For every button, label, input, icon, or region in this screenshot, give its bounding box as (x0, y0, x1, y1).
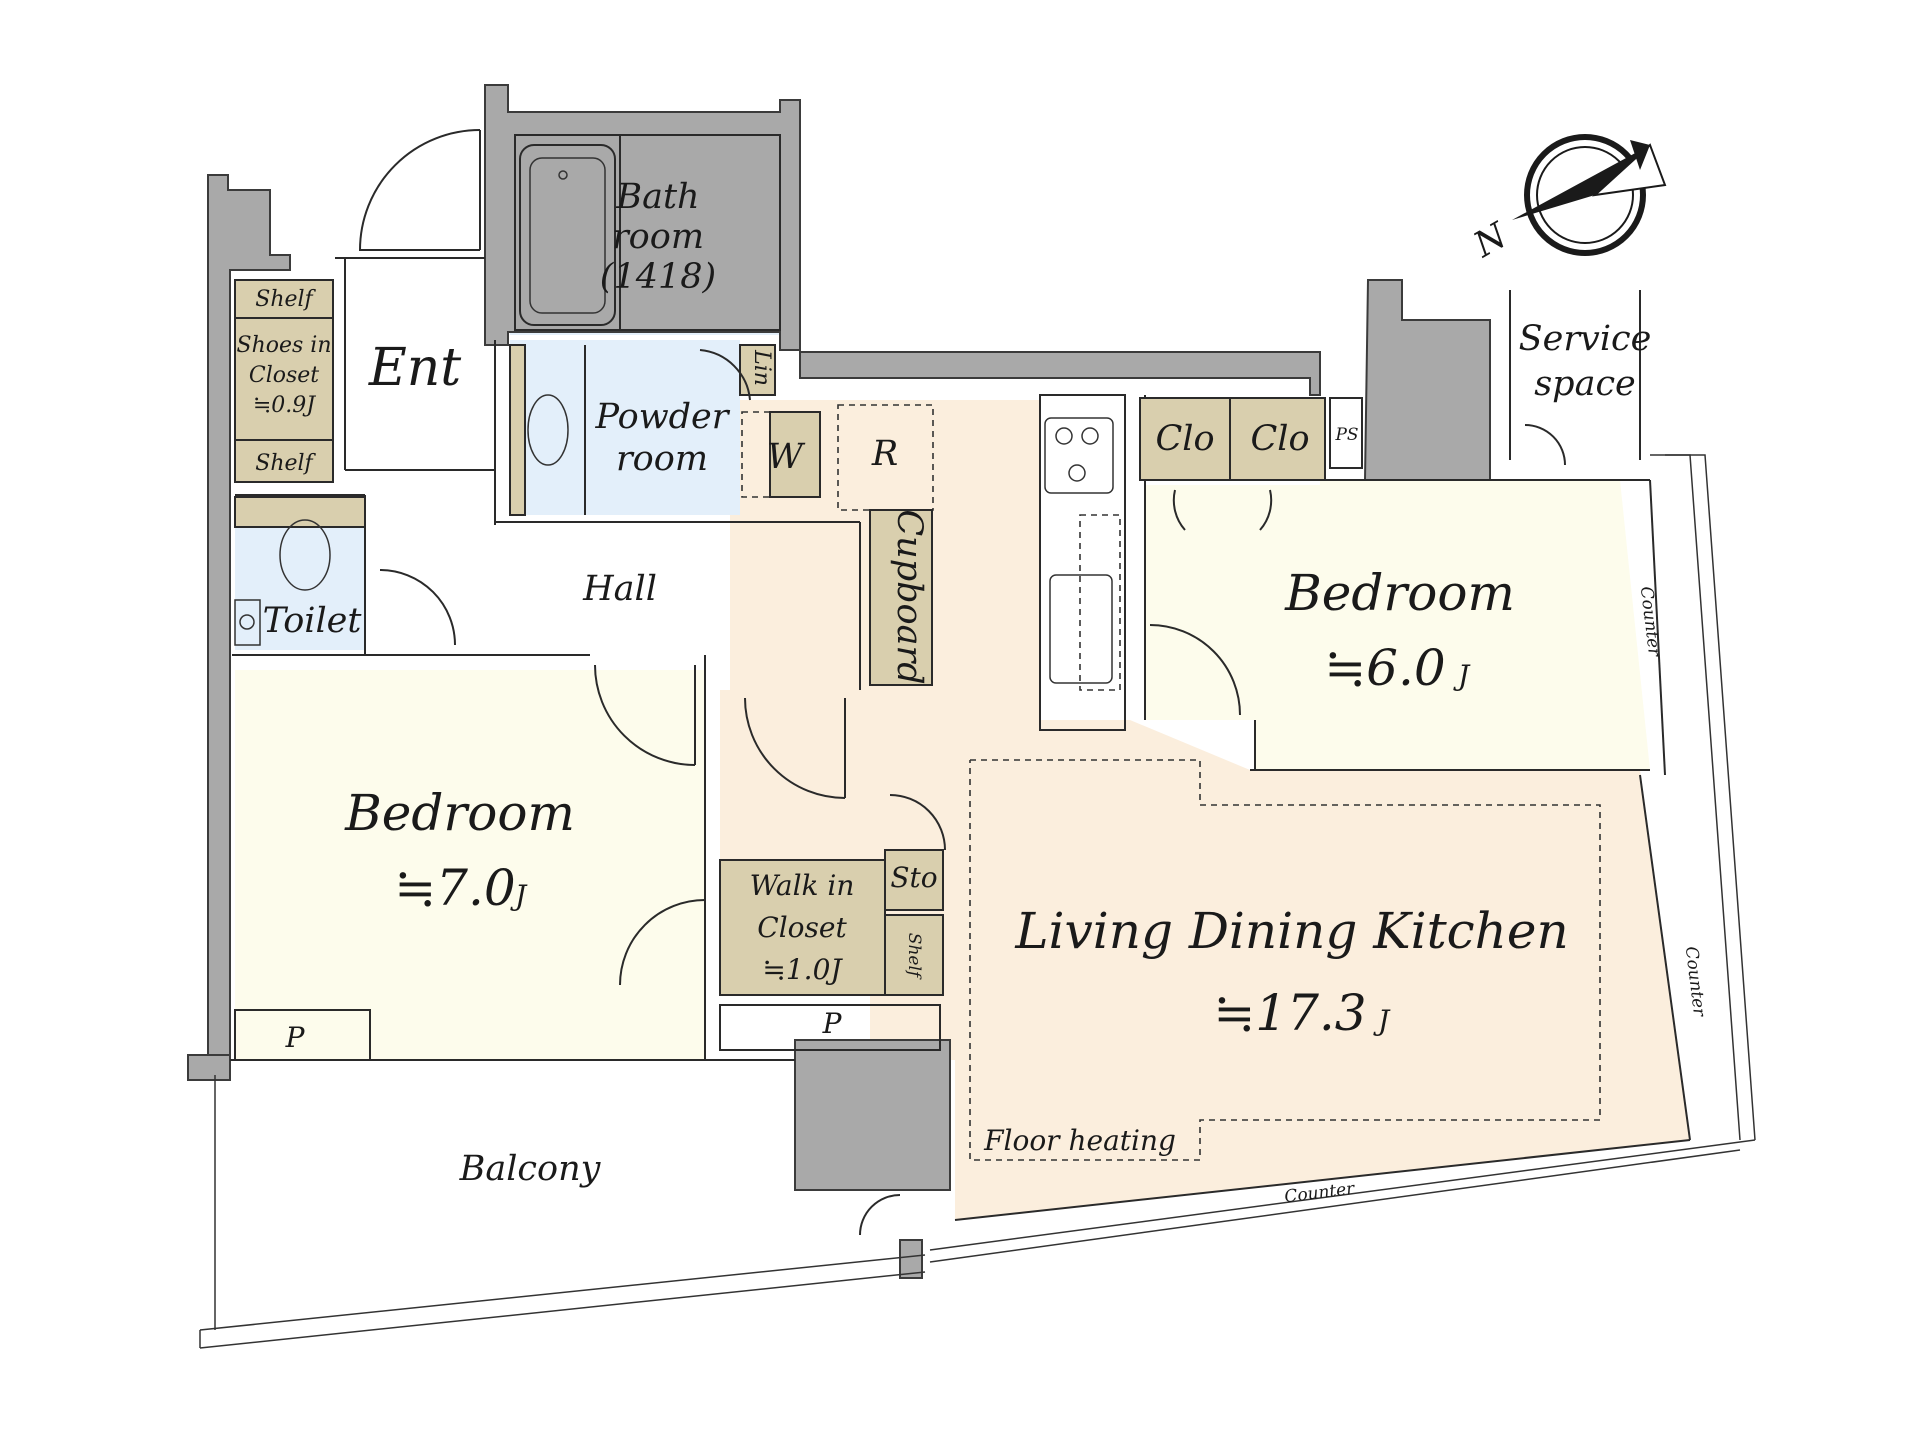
powder-counter (509, 344, 526, 516)
powder-label-2: room (616, 439, 708, 479)
cupboard-label: Cupboard (889, 509, 929, 684)
ldk-unit: J (1373, 1004, 1391, 1037)
storage-sto (884, 849, 944, 911)
linen-closet (739, 344, 776, 396)
bath-label-3: (1418) (600, 257, 716, 297)
bedroom-east-size: ≒6.0 (1324, 639, 1445, 697)
shelf-top-label: Shelf (255, 287, 316, 312)
shelf-bottom-label: Shelf (255, 451, 316, 476)
clo1-label: Clo (1155, 419, 1214, 459)
wall-north-core (484, 84, 1321, 396)
kitchen-counter (1039, 394, 1126, 731)
shelf-bottom (234, 439, 334, 483)
interior-walls (230, 257, 1691, 1221)
shoes-closet-label-2: Closet (249, 363, 319, 388)
wic-label-2: Closet (757, 911, 847, 944)
window-east (199, 454, 1756, 1349)
washer-shelf (769, 411, 821, 498)
bathtub-icon (519, 144, 616, 326)
doors (358, 129, 1566, 1236)
entrance-label: Ent (368, 338, 461, 398)
bedroom-west-floor (235, 670, 705, 1060)
service-label-1: Service (1519, 319, 1652, 359)
compass-north-label: N (1467, 215, 1516, 266)
bedroom-west-size: ≒7.0 (394, 859, 515, 917)
pipe-box-left (234, 1009, 371, 1061)
sink-icon (527, 394, 569, 466)
bath-label-1: Bath (615, 177, 699, 217)
lin-label: Lin (749, 349, 774, 386)
bedroom-west-name: Bedroom (344, 784, 575, 842)
ldk-size: ≒17.3 (1213, 984, 1366, 1042)
closet-clo1 (1139, 397, 1231, 481)
bedroom-east-name: Bedroom (1284, 564, 1515, 622)
wic-label-1: Walk in (750, 869, 855, 902)
wall-south-stub (899, 1239, 923, 1279)
closet-clo2 (1229, 397, 1326, 481)
shoes-closet (234, 317, 334, 441)
wall-west-stub (187, 1054, 231, 1081)
floor-heating-label: Floor heating (983, 1124, 1176, 1157)
bedroom-east-unit: J (1453, 659, 1471, 692)
p-left-label: P (285, 1021, 306, 1054)
kitchen-sink-icon (1049, 574, 1113, 684)
stove-icon (1044, 417, 1114, 494)
washer-label: W (767, 437, 806, 477)
shelf-wic (884, 914, 944, 996)
powder-floor (510, 340, 740, 515)
counter-east-upper: Counter (1636, 585, 1665, 658)
compass-icon (1512, 134, 1667, 256)
bedroom-west-unit: J (510, 879, 528, 912)
counter-east-lower: Counter (1681, 945, 1710, 1018)
pipe-space (1329, 397, 1363, 469)
toilet-bowl-icon (279, 519, 331, 591)
dishwasher-space (1079, 514, 1121, 691)
toilet-shelf (234, 496, 366, 528)
balcony-label: Balcony (459, 1149, 602, 1189)
clo2-label: Clo (1250, 419, 1309, 459)
powder-label-1: Powder (594, 397, 730, 437)
ldk-name: Living Dining Kitchen (1014, 902, 1568, 960)
ps-label: PS (1334, 425, 1358, 445)
bath-room-outline (514, 134, 781, 331)
wic-label-3: ≒1.0J (762, 953, 843, 986)
floor-heating-area (969, 759, 1601, 1161)
sto-label: Sto (890, 861, 937, 894)
ldk-floor (720, 400, 1690, 1220)
shoes-closet-label-1: Shoes in (237, 333, 332, 358)
hall-label: Hall (582, 569, 657, 609)
service-label-2: space (1534, 364, 1636, 404)
fridge-label: R (871, 434, 898, 474)
shelf-wic-label: Shelf (904, 933, 924, 980)
toilet-label: Toilet (263, 601, 363, 641)
wall-east-block (1363, 279, 1491, 481)
cupboard (869, 509, 933, 686)
wall-column-south (794, 1039, 951, 1191)
pipe-box-right (719, 1004, 941, 1051)
p-right-label: P (822, 1007, 843, 1040)
bath-label-2: room (612, 217, 704, 257)
shoes-closet-label-3: ≒0.9J (253, 393, 316, 418)
bedroom-east-floor (1145, 480, 1650, 770)
